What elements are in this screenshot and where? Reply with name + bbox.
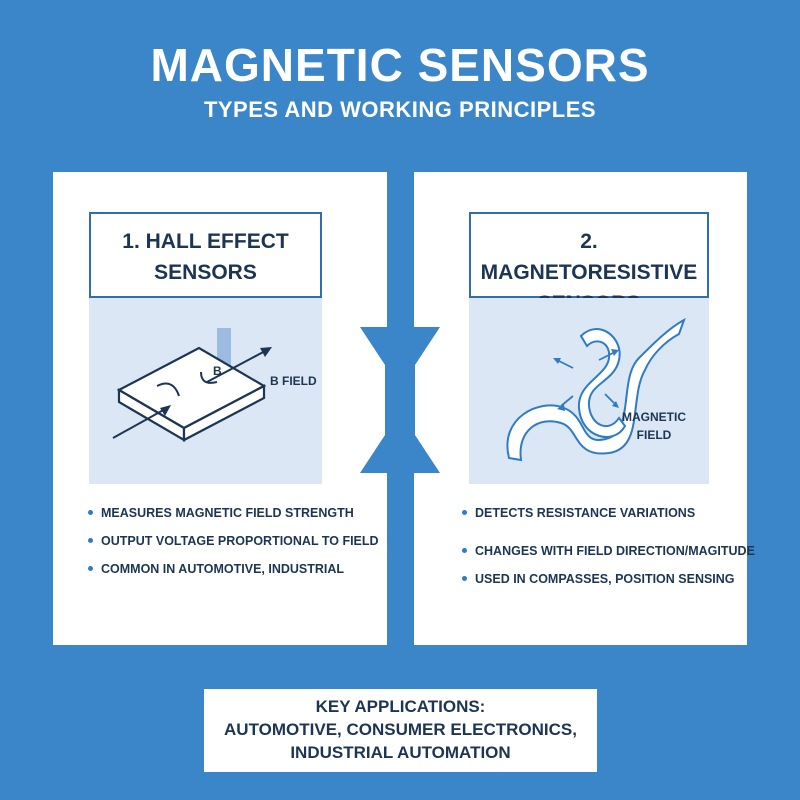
list-item: USED IN COMPASSES, POSITION SENSING [462,572,735,586]
magnetoresistive-heading: 2. MAGNETORESISTIVE SENSORS [469,212,709,315]
page-title: MAGNETIC SENSORS [150,39,650,91]
magnetic-field-label-line2: FIELD [636,428,672,442]
hall-effect-heading-line1: 1. HALL EFFECT [122,230,289,253]
field-arrow-line [206,349,268,383]
magnetoresistive-heading-line1: 2. MAGNETORESISTIVE [480,230,698,284]
hall-effect-heading: 1. HALL EFFECT SENSORS [89,212,322,298]
b-letter-label: B [213,364,222,378]
field-arrow-b [598,351,616,361]
current-arc-left [156,382,180,397]
key-applications-line2: AUTOMOTIVE, CONSUMER ELECTRONICS, [224,720,577,739]
b-field-label: B FIELD [270,374,317,388]
key-applications-line3: INDUSTRIAL AUTOMATION [290,743,511,762]
list-item: OUTPUT VOLTAGE PROPORTIONAL TO FIELD [88,534,379,548]
hall-effect-illustration: B B FIELD [89,298,322,484]
field-arrow-b-head [611,349,619,356]
field-arrow-a [556,359,574,369]
magnetic-field-label-line1: MAGNETIC [622,410,686,424]
field-arrow-c [560,395,574,407]
ribbon-drawing [506,317,686,462]
current-arrow-line [112,407,168,439]
plate-top-shape [116,346,267,430]
field-arrow-d [604,393,616,405]
bullet-dot-icon [462,576,467,582]
bullet-dot-icon [88,538,93,544]
page-subtitle: TYPES AND WORKING PRINCIPLES [203,97,597,122]
bullet-dot-icon [88,510,93,516]
current-arrow-head [160,405,171,416]
list-item: DETECTS RESISTANCE VARIATIONS [462,506,695,520]
list-item: CHANGES WITH FIELD DIRECTION/MAGITUDE [462,544,755,558]
current-arc-right [200,371,218,384]
hall-effect-heading-line2: SENSORS [154,261,257,284]
hall-plate-drawing [112,328,272,442]
field-arrow-head [260,347,272,357]
bullet-dot-icon [88,566,93,572]
key-applications-box: KEY APPLICATIONS: AUTOMOTIVE, CONSUMER E… [204,689,597,772]
list-item: COMMON IN AUTOMOTIVE, INDUSTRIAL [88,562,344,576]
list-item: MEASURES MAGNETIC FIELD STRENGTH [88,506,354,520]
ribbon-front-shape [577,328,627,438]
bullet-dot-icon [462,548,467,554]
panel-connector-shape [360,325,440,473]
ribbon-back-shape [506,317,686,462]
key-applications-heading: KEY APPLICATIONS: [315,697,486,716]
field-arrow-a-head [553,358,561,364]
bullet-dot-icon [462,510,467,516]
plate-side-right-shape [182,384,266,442]
field-arrow-d-head [612,401,619,408]
magnetic-field-label: MAGNETIC FIELD [619,408,689,444]
field-arrow-c-head [557,404,565,411]
magnetoresistive-illustration: MAGNETIC FIELD [469,298,709,484]
